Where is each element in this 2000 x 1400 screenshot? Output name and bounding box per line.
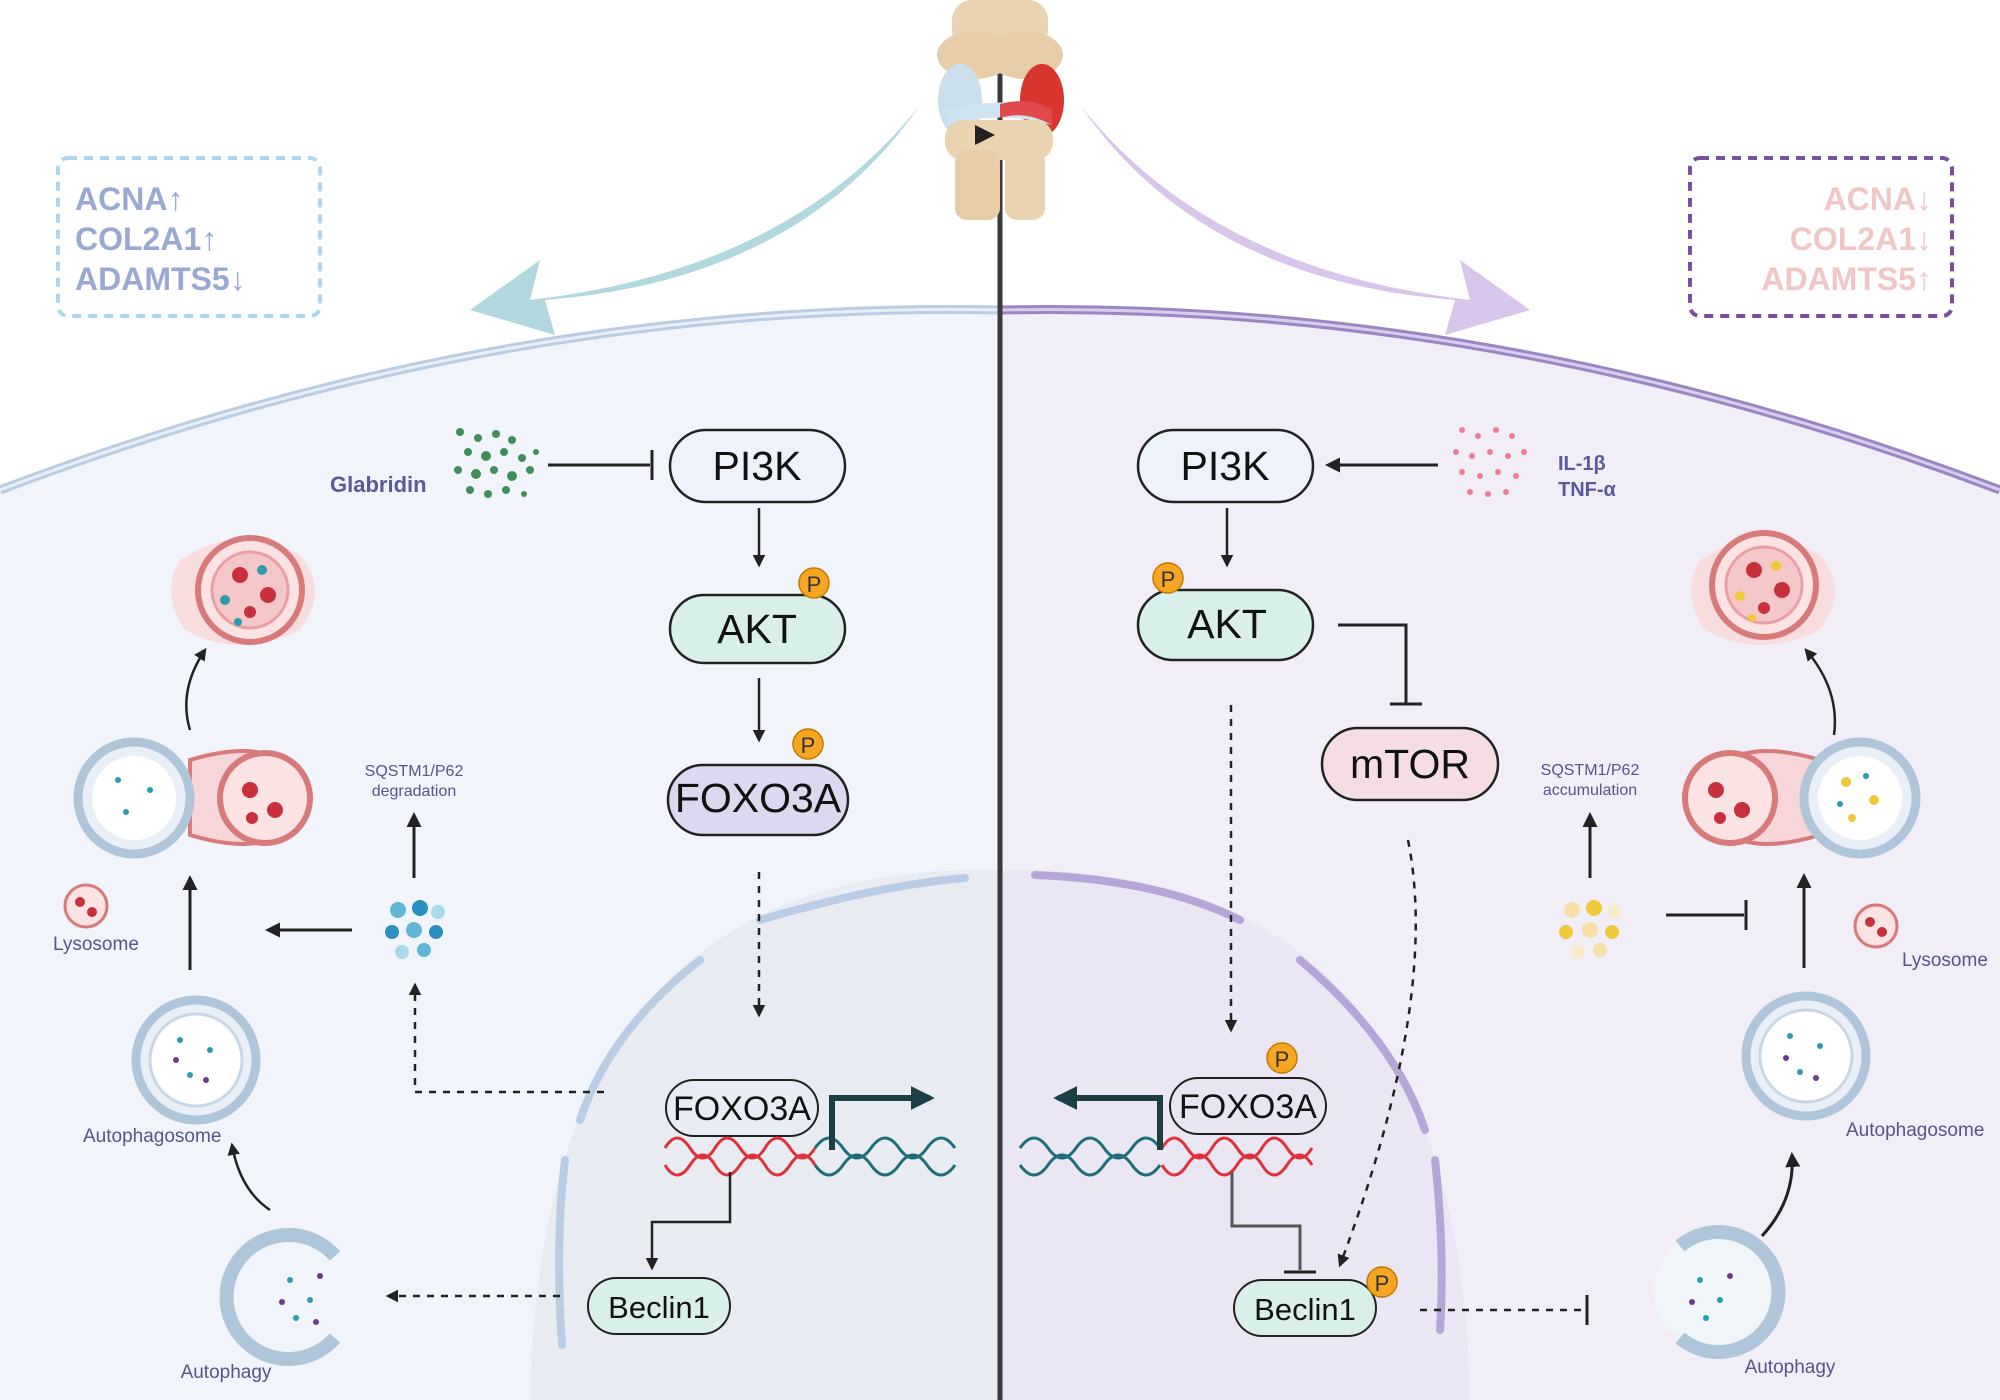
- left-sqstm1-label: SQSTM1/P62: [365, 763, 464, 780]
- phospho-icon: [798, 567, 830, 599]
- svg-text:P: P: [1161, 567, 1176, 592]
- left-akt-label: AKT: [717, 606, 797, 652]
- glabridin-label: Glabridin: [330, 472, 427, 497]
- right-beclin1-node: [1233, 1279, 1377, 1337]
- left-beclin1-label: Beclin1: [608, 1290, 710, 1325]
- right-degraded-lysosome-icon: [1691, 530, 1835, 645]
- left-autolysosome-icon: [73, 737, 313, 859]
- dna-icon: [1018, 1136, 1314, 1177]
- phospho-icon: [1366, 1266, 1398, 1298]
- right-autophagosome-icon: [1741, 991, 1871, 1121]
- left-autophagy-label: Autophagy: [181, 1362, 272, 1383]
- left-pi3k-node: [668, 428, 847, 504]
- left-foxo3a-node: [666, 763, 850, 837]
- left-sqstm1-sublabel: degradation: [372, 783, 457, 800]
- phospho-icon: [1266, 1042, 1298, 1074]
- right-pi3k-label: PI3K: [1181, 443, 1270, 489]
- knee-joint-icon: [937, 0, 1064, 220]
- right-marker-adamts5: ADAMTS5↑: [1761, 261, 1932, 297]
- dna-icon: [663, 1136, 957, 1177]
- p62-particles-icon: [385, 900, 445, 959]
- left-marker-acna: ACNA↑: [75, 181, 183, 217]
- left-pi3k-label: PI3K: [713, 443, 802, 489]
- left-autophagosome-icon: [131, 995, 261, 1125]
- tnfa-label: TNF-α: [1558, 479, 1617, 501]
- p62-particles-icon: [1559, 900, 1621, 959]
- left-lysosome-label: Lysosome: [53, 934, 139, 955]
- left-marker-col2a1: COL2A1↑: [75, 221, 217, 257]
- right-phagophore-icon: [1654, 1225, 1786, 1359]
- right-curved-arrow: [1080, 105, 1530, 335]
- right-mtor-label: mTOR: [1350, 741, 1470, 787]
- il1b-label: IL-1β: [1558, 453, 1606, 475]
- right-marker-col2a1: COL2A1↓: [1790, 221, 1932, 257]
- right-akt-label: AKT: [1187, 601, 1267, 647]
- left-phagophore-icon: [219, 1228, 341, 1366]
- left-autophagosome-label: Autophagosome: [83, 1126, 221, 1147]
- right-lysosome-label: Lysosome: [1902, 950, 1988, 971]
- left-foxo3a-label: FOXO3A: [675, 775, 842, 821]
- svg-text:P: P: [1275, 1047, 1290, 1072]
- right-lysosome-icon: [1853, 903, 1899, 949]
- left-degraded-lysosome-icon: [171, 535, 315, 645]
- svg-text:P: P: [801, 733, 816, 758]
- right-sqstm1-label: SQSTM1/P62: [1541, 762, 1640, 779]
- glabridin-particles-icon: [454, 428, 539, 498]
- right-autophagosome-label: Autophagosome: [1846, 1120, 1984, 1141]
- cytokine-particles-icon: [1453, 427, 1527, 497]
- left-beclin1-node: [587, 1277, 731, 1335]
- right-akt-node: [1136, 588, 1315, 662]
- left-lysosome-icon: [63, 883, 109, 929]
- right-foxo3a-nuclear-label: FOXO3A: [1179, 1088, 1317, 1126]
- right-beclin1-label: Beclin1: [1254, 1292, 1356, 1327]
- left-marker-adamts5: ADAMTS5↓: [75, 261, 246, 297]
- svg-text:P: P: [807, 572, 822, 597]
- left-marker-box: [56, 156, 322, 318]
- left-akt-node: [668, 593, 847, 665]
- right-autolysosome-icon: [1682, 737, 1921, 859]
- right-sqstm1-sublabel: accumulation: [1543, 782, 1637, 799]
- svg-text:P: P: [1375, 1271, 1390, 1296]
- right-pi3k-node: [1136, 428, 1315, 504]
- transcription-arrow: [829, 1086, 935, 1150]
- right-autophagy-label: Autophagy: [1745, 1357, 1836, 1378]
- transcription-arrow: [1053, 1086, 1163, 1150]
- right-foxo3a-nuclear-node: [1169, 1077, 1327, 1135]
- right-marker-acna: ACNA↓: [1824, 181, 1932, 217]
- left-curved-arrow: [470, 105, 920, 335]
- right-mtor-node: [1320, 726, 1500, 802]
- phospho-icon: [1152, 562, 1184, 594]
- phospho-icon: [792, 728, 824, 760]
- left-foxo3a-nuclear-label: FOXO3A: [673, 1090, 811, 1128]
- right-marker-box: [1688, 156, 1954, 318]
- left-foxo3a-nuclear-node: [665, 1079, 819, 1137]
